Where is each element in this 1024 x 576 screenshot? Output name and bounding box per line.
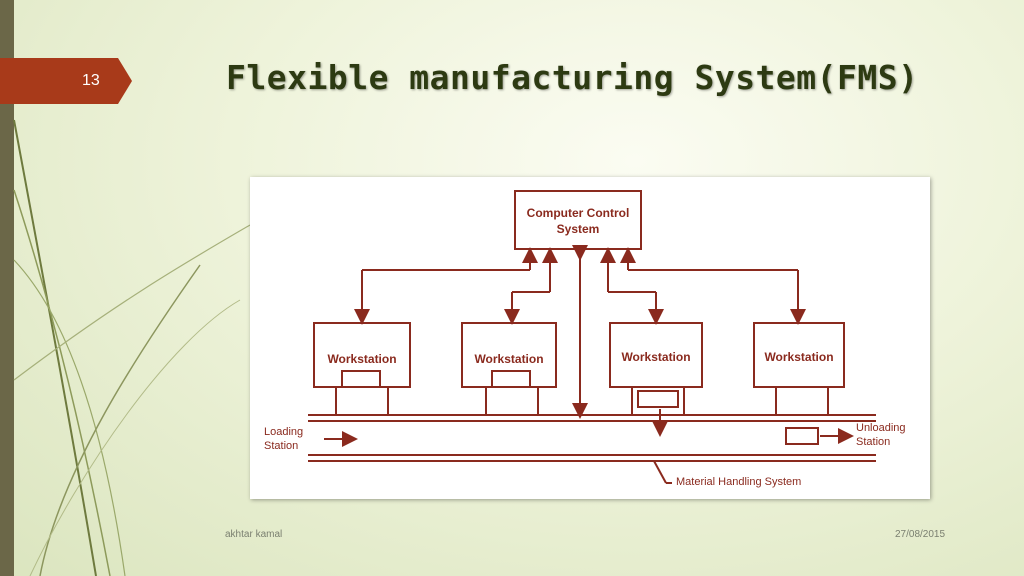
workstation-label-4: Workstation: [764, 350, 834, 364]
control-label: Computer Control System: [526, 206, 630, 236]
diagram-lines: [308, 190, 876, 484]
workstation-label-1: Workstation: [327, 352, 397, 366]
footer-date: 27/08/2015: [895, 529, 946, 540]
slide-title: Flexible manufacturing System(FMS): [226, 58, 919, 97]
workstation-label-3: Workstation: [621, 350, 691, 364]
material-handling-label: Material Handling System: [676, 476, 802, 488]
left-accent-bar: [0, 0, 14, 576]
footer-author: akhtar kamal: [225, 529, 283, 540]
slide-number-tag: [0, 58, 132, 104]
fms-diagram: Computer Control System Workstation Work…: [250, 177, 930, 499]
slide-number: 13: [82, 72, 100, 89]
workstation-label-2: Workstation: [474, 352, 544, 366]
decorative-grass-lines: [13, 119, 251, 576]
